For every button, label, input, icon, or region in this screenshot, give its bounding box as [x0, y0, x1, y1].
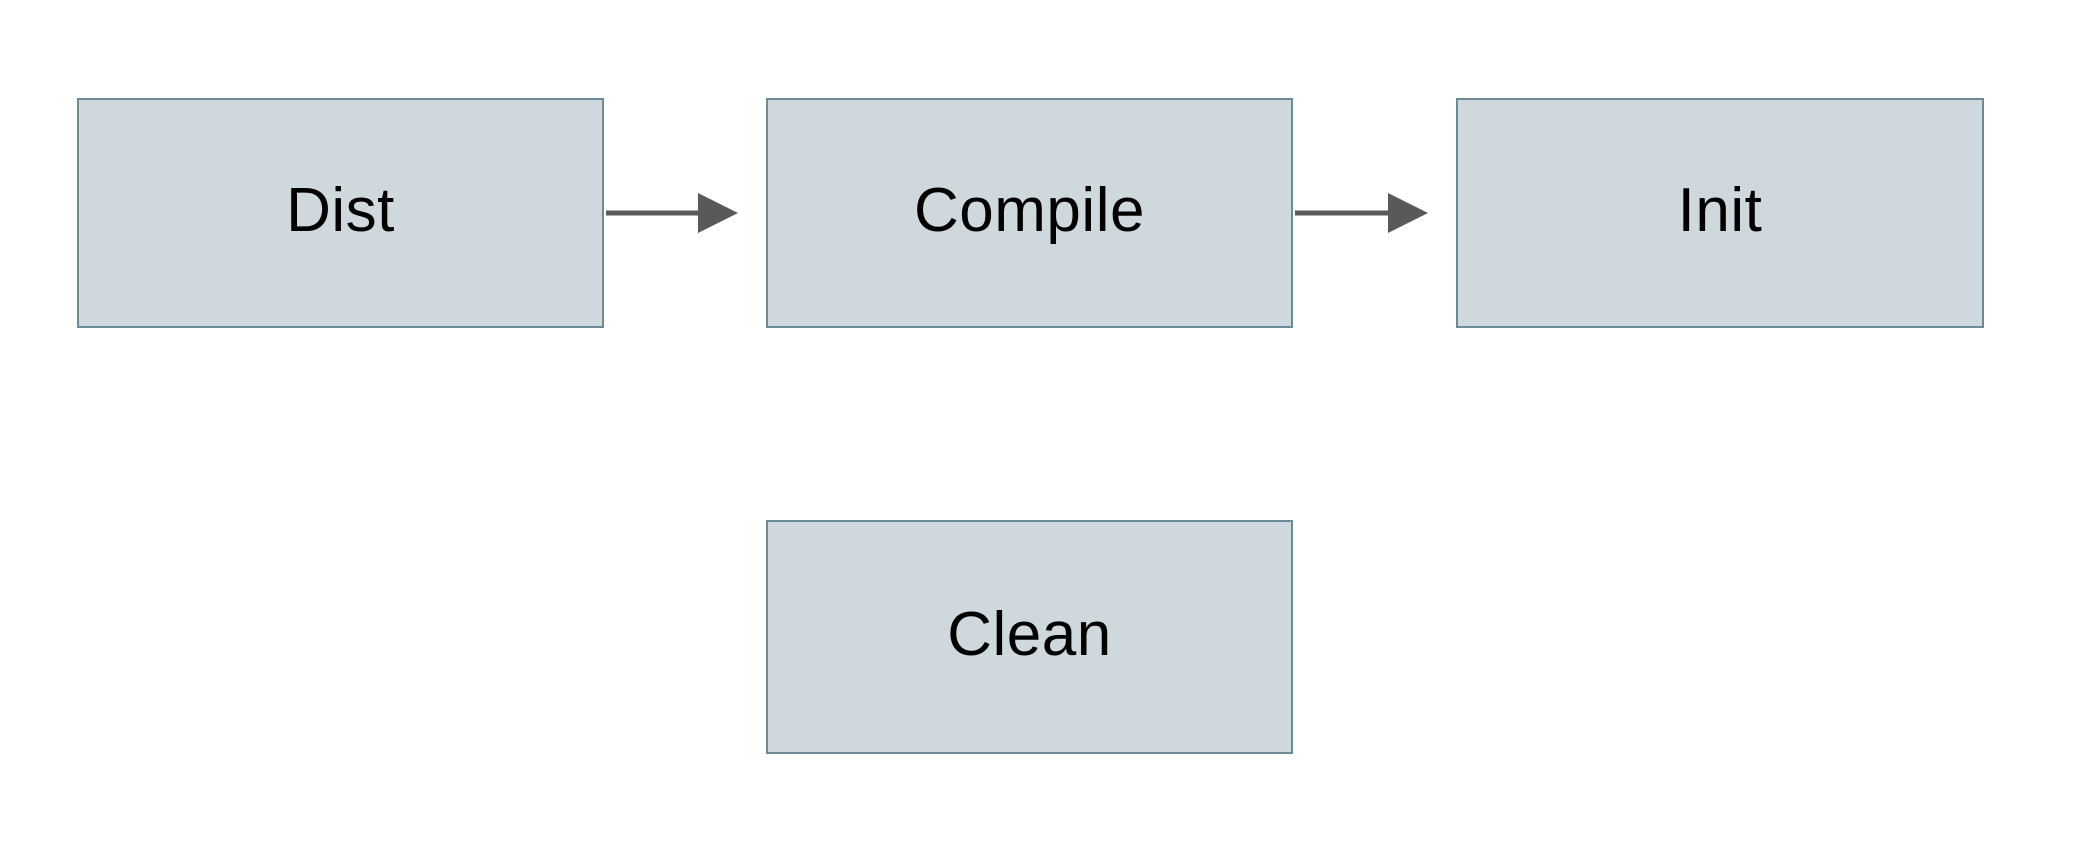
- node-dist-label: Dist: [286, 176, 395, 245]
- node-compile-label: Compile: [914, 176, 1145, 245]
- node-dist: Dist: [77, 98, 604, 328]
- node-clean-label: Clean: [947, 600, 1112, 669]
- node-compile: Compile: [766, 98, 1293, 328]
- node-clean: Clean: [766, 520, 1293, 754]
- node-init-label: Init: [1677, 176, 1763, 245]
- node-init: Init: [1456, 98, 1984, 328]
